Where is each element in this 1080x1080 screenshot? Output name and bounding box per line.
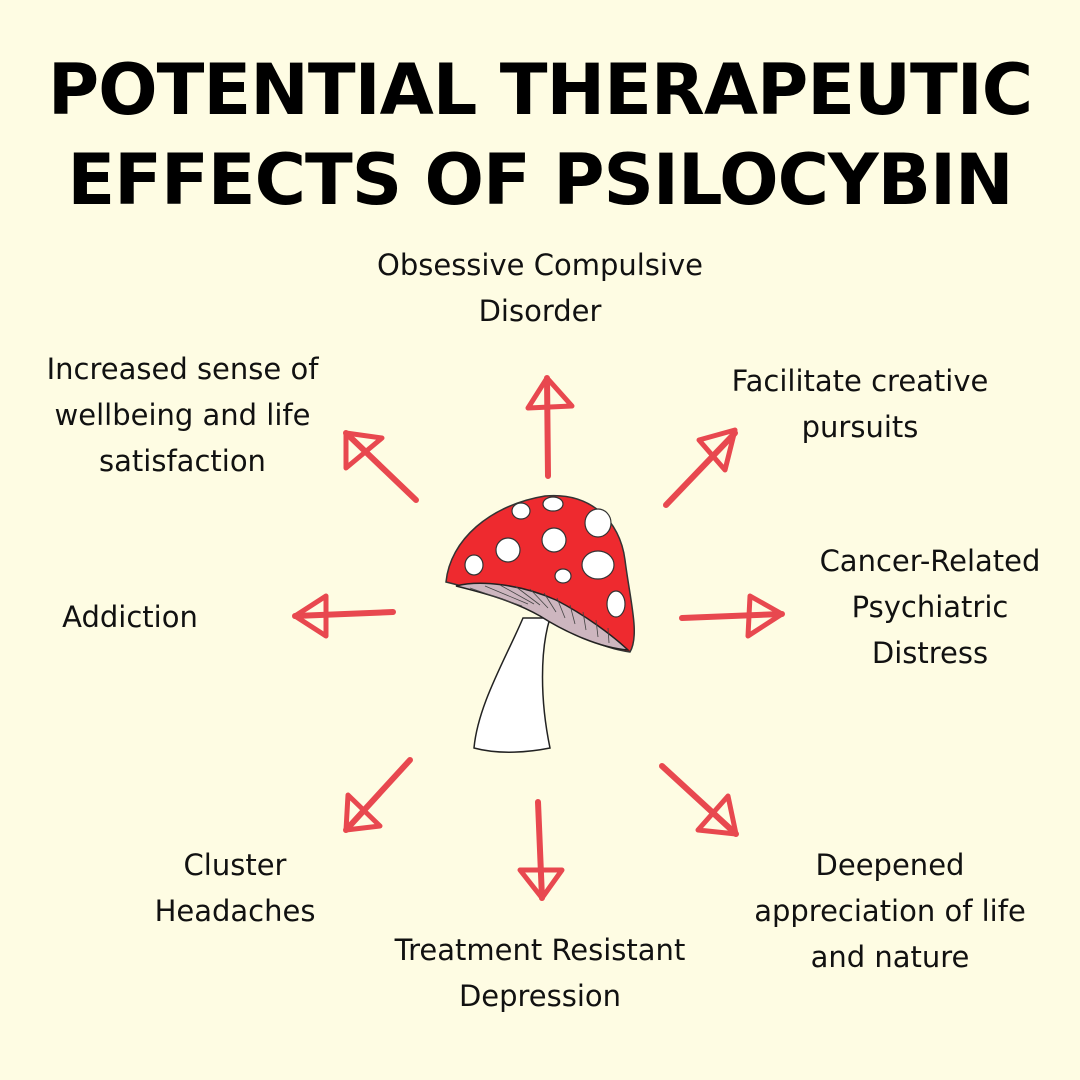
- effect-line: and nature: [810, 940, 970, 974]
- arrow-icon-cluster: [343, 757, 413, 833]
- effect-label-appreciation: Deepened appreciation of life and nature: [730, 842, 1050, 980]
- arrow-icon-addiction: [292, 593, 396, 639]
- effect-label-creative: Facilitate creative pursuits: [690, 358, 1030, 450]
- effect-line: pursuits: [801, 410, 919, 444]
- arrow-icon-depression: [517, 799, 565, 901]
- effect-line: Obsessive Compulsive: [377, 248, 703, 282]
- effect-label-wellbeing: Increased sense of wellbeing and life sa…: [20, 346, 345, 484]
- effect-line: wellbeing and life: [54, 398, 311, 432]
- effect-line: appreciation of life: [754, 894, 1026, 928]
- effect-line: Facilitate creative: [731, 364, 989, 398]
- effect-line: Deepened: [815, 848, 965, 882]
- effect-line: Depression: [458, 979, 622, 1013]
- arrow-icon-appreciation: [659, 763, 739, 837]
- arrow-icon-ocd: [525, 375, 575, 479]
- effect-label-cluster: Cluster Headaches: [120, 842, 350, 934]
- arrow-icon-creative: [663, 427, 738, 508]
- title-line-2: EFFECTS OF PSILOCYBIN: [67, 139, 1013, 221]
- effect-label-cancer: Cancer-Related Psychiatric Distress: [800, 538, 1060, 676]
- effect-line: Headaches: [154, 894, 316, 928]
- effect-label-ocd: Obsessive Compulsive Disorder: [340, 242, 740, 334]
- arrow-icon-wellbeing: [343, 430, 419, 503]
- effect-line: Psychiatric: [851, 590, 1009, 624]
- effect-line: Cluster: [183, 848, 287, 882]
- effect-line: Treatment Resistant: [394, 933, 686, 967]
- effect-line: Cancer-Related: [819, 544, 1041, 578]
- page-title: POTENTIAL THERAPEUTIC EFFECTS OF PSILOCY…: [0, 45, 1080, 225]
- mushroom-gills: [455, 582, 631, 651]
- effect-line: Addiction: [62, 600, 198, 634]
- arrow-icon-cancer: [679, 593, 785, 639]
- effect-line: Increased sense of: [46, 352, 319, 386]
- effect-line: Distress: [871, 636, 989, 670]
- effect-label-depression: Treatment Resistant Depression: [360, 927, 720, 1019]
- mushroom-icon: [445, 494, 636, 753]
- mushroom-spots: [464, 496, 626, 618]
- mushroom-stem: [473, 617, 552, 753]
- title-line-1: POTENTIAL THERAPEUTIC: [47, 49, 1033, 131]
- effect-label-addiction: Addiction: [30, 594, 230, 640]
- effect-line: satisfaction: [99, 444, 266, 478]
- effect-line: Disorder: [478, 294, 602, 328]
